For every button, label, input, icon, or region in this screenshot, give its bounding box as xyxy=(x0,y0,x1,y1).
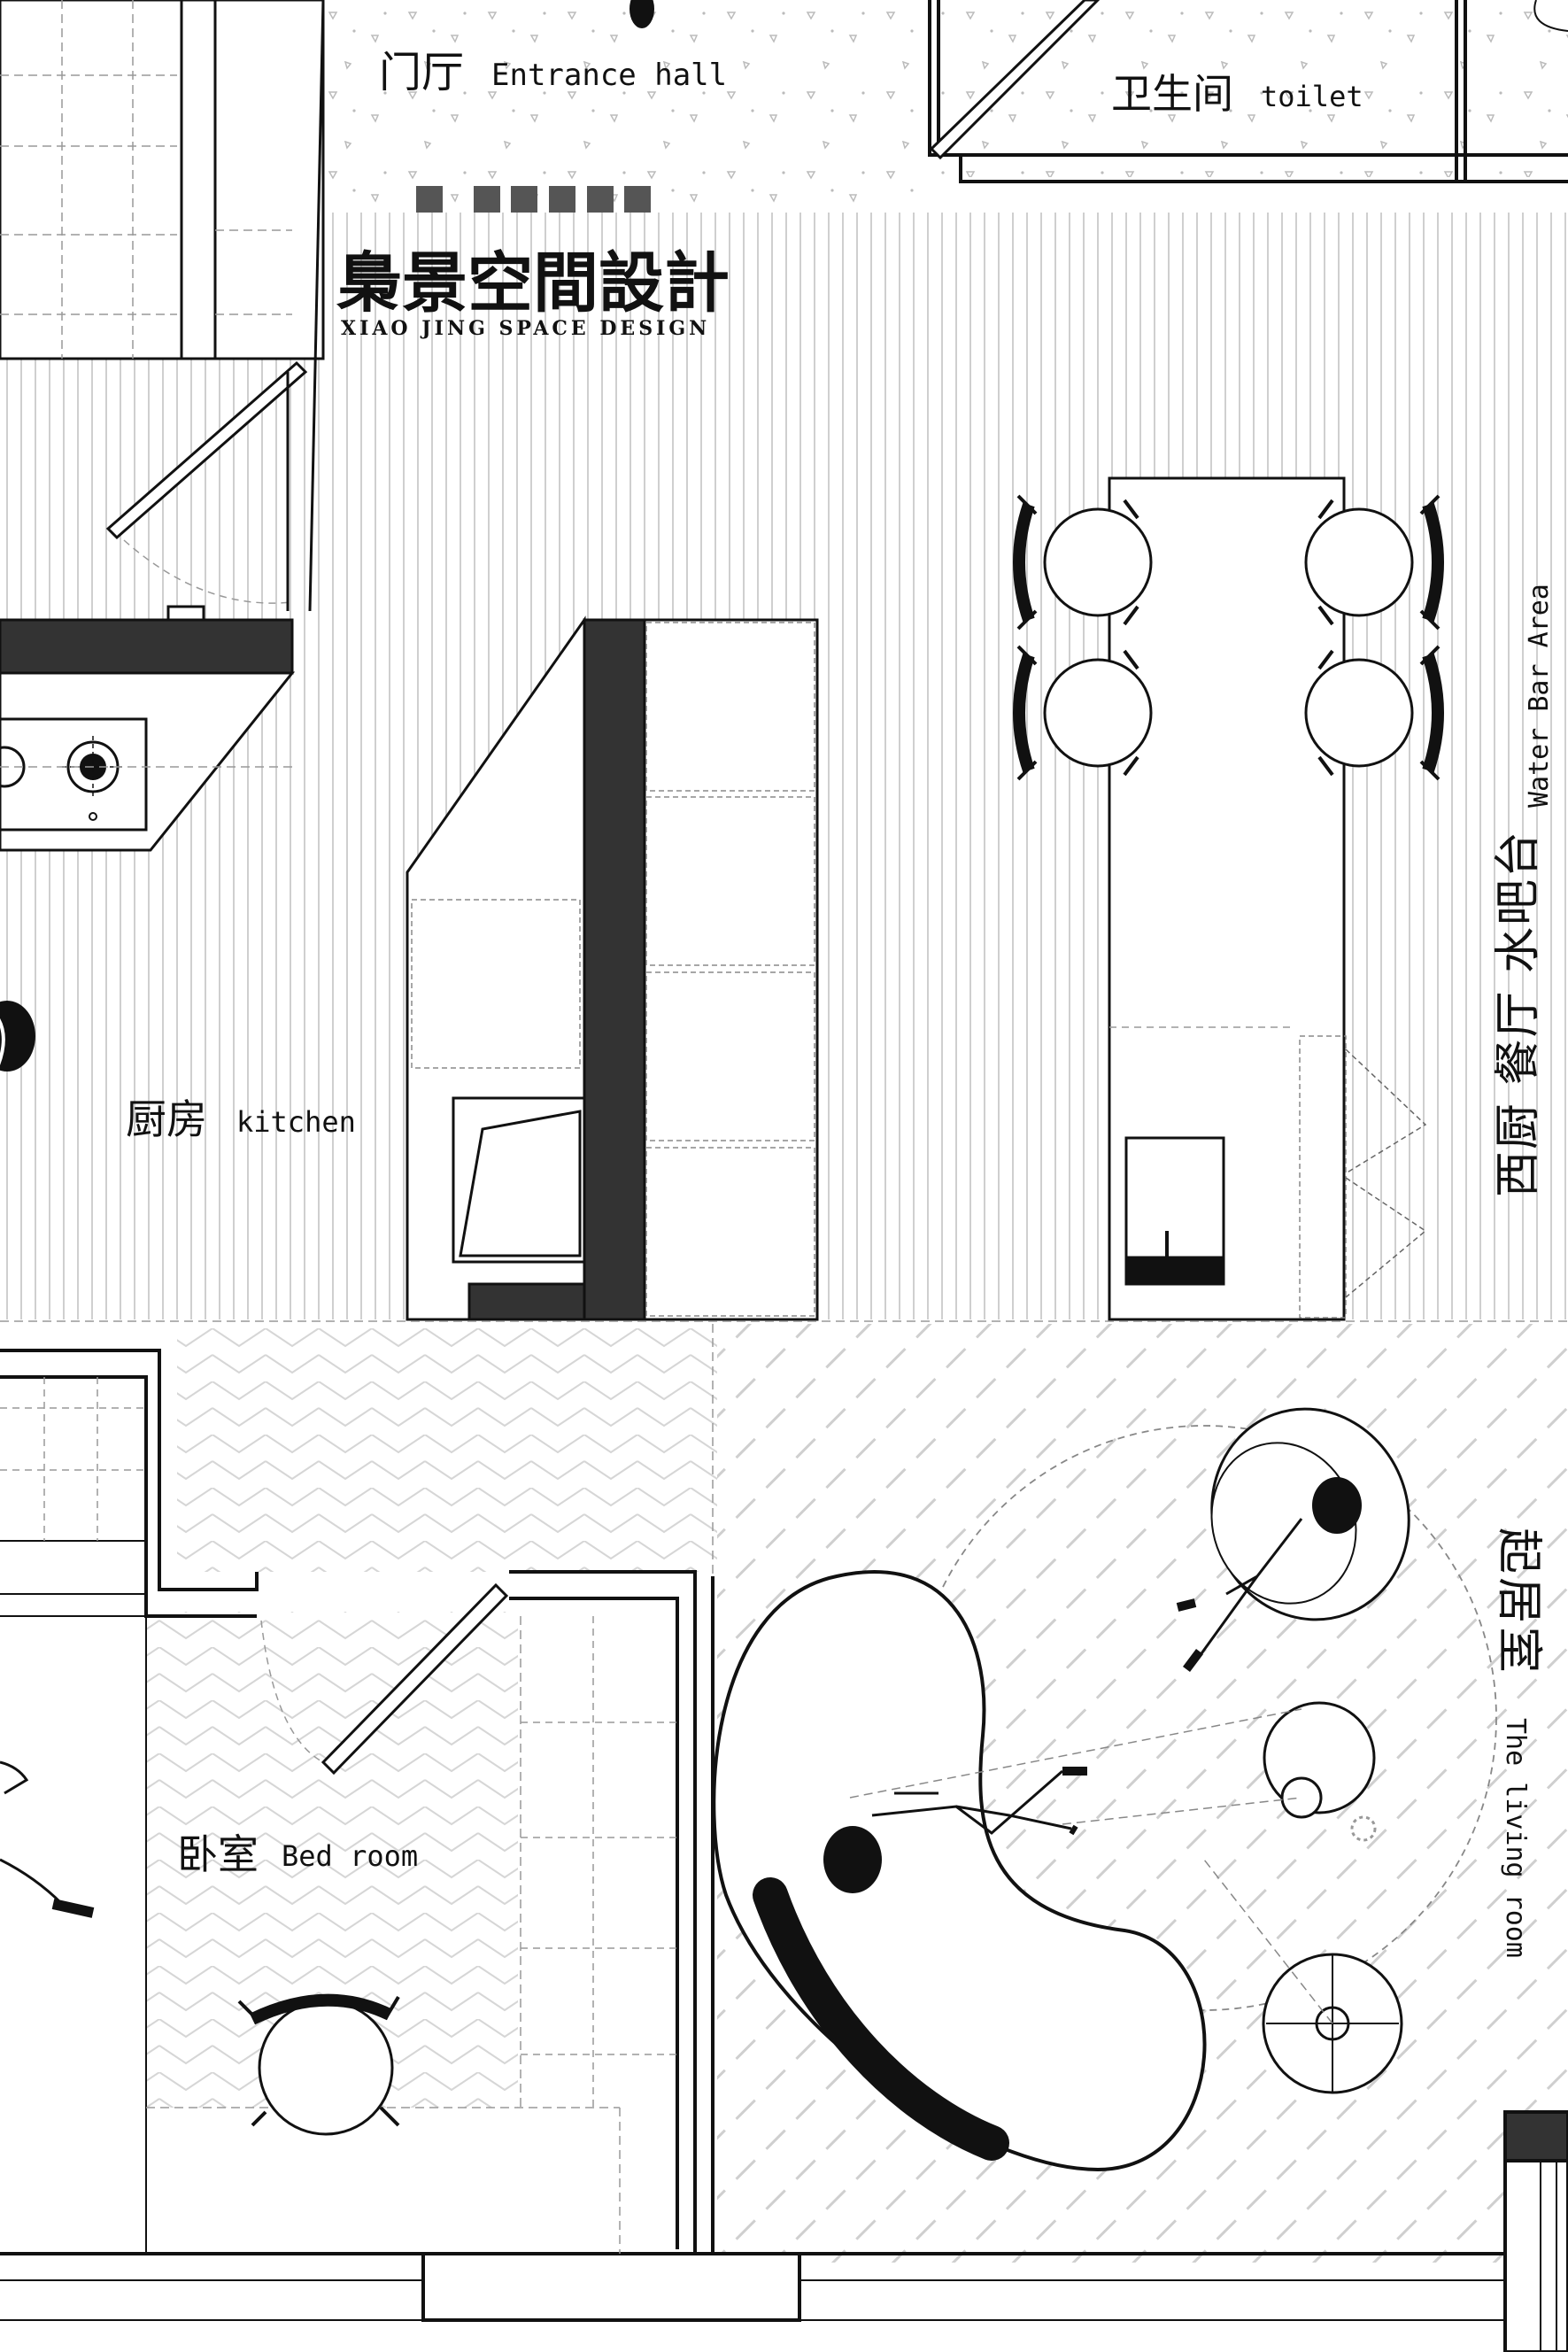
top-left-closet xyxy=(0,0,325,612)
water-bar-label-zh: 西厨 餐厅 水吧台 xyxy=(1492,830,1545,1197)
entrance-label-en: Entrance hall xyxy=(491,58,727,93)
person-armchair-icon xyxy=(1176,1477,1362,1672)
dining-table xyxy=(1108,476,1427,1321)
living-label-en: The living room xyxy=(1500,1718,1531,1958)
armchair-icon xyxy=(1210,1407,1410,1621)
kitchen-label-zh: 厨房 xyxy=(126,1095,207,1143)
kitchen-counter xyxy=(0,605,296,852)
brand-name-en: XIAO JING SPACE DESIGN xyxy=(341,317,710,340)
dining-chairs xyxy=(1013,494,1444,781)
bedroom-closet xyxy=(521,1616,677,2108)
floor-toilet xyxy=(938,0,1568,177)
chair-icon xyxy=(1013,494,1153,631)
sightlines xyxy=(849,1708,1333,2024)
brand-logo: 梟景空間設計 XIAO JING SPACE DESIGN xyxy=(336,186,730,340)
logo-squares xyxy=(416,186,651,213)
kitchen-label-en: kitchen xyxy=(236,1105,356,1139)
living-label-zh: 起居室 xyxy=(1492,1528,1545,1676)
toilet-label-en: toilet xyxy=(1261,80,1363,113)
kitchen-door[interactable] xyxy=(105,360,308,611)
toilet-door[interactable] xyxy=(929,0,1101,160)
walls-lower xyxy=(0,1349,1568,2352)
entrance-label-zh: 门厅 xyxy=(379,48,464,97)
chair-icon xyxy=(1304,645,1444,781)
zone-boundaries xyxy=(0,1320,1568,2254)
bedroom-label-zh: 卧室 xyxy=(177,1830,259,1878)
person-kitchen-icon xyxy=(0,1001,35,1072)
brand-name-zh: 梟景空間設計 xyxy=(336,245,730,321)
island-cabinet xyxy=(406,615,819,1321)
sofa-backrest xyxy=(753,1877,1009,2161)
bedroom-chair-icon xyxy=(237,1993,400,2136)
floor-herring-upper xyxy=(177,1324,717,1572)
person-walking-icon xyxy=(823,1767,1087,1893)
floor-entrance xyxy=(323,0,925,217)
toilet-walls xyxy=(928,0,1568,183)
toilet-label-zh: 卫生间 xyxy=(1111,70,1233,118)
bedroom-label-en: Bed room xyxy=(282,1839,418,1873)
chair-icon xyxy=(1304,494,1444,631)
chair-icon xyxy=(1013,645,1153,781)
bedroom-door[interactable] xyxy=(260,1582,509,1776)
entrance-object xyxy=(630,0,654,28)
person-bedroom-icon xyxy=(0,1760,95,1918)
coffee-table-icon xyxy=(1263,1701,1377,1842)
entrance-arc xyxy=(1533,0,1568,32)
water-bar-label-en: Water Bar Area xyxy=(1524,584,1555,808)
